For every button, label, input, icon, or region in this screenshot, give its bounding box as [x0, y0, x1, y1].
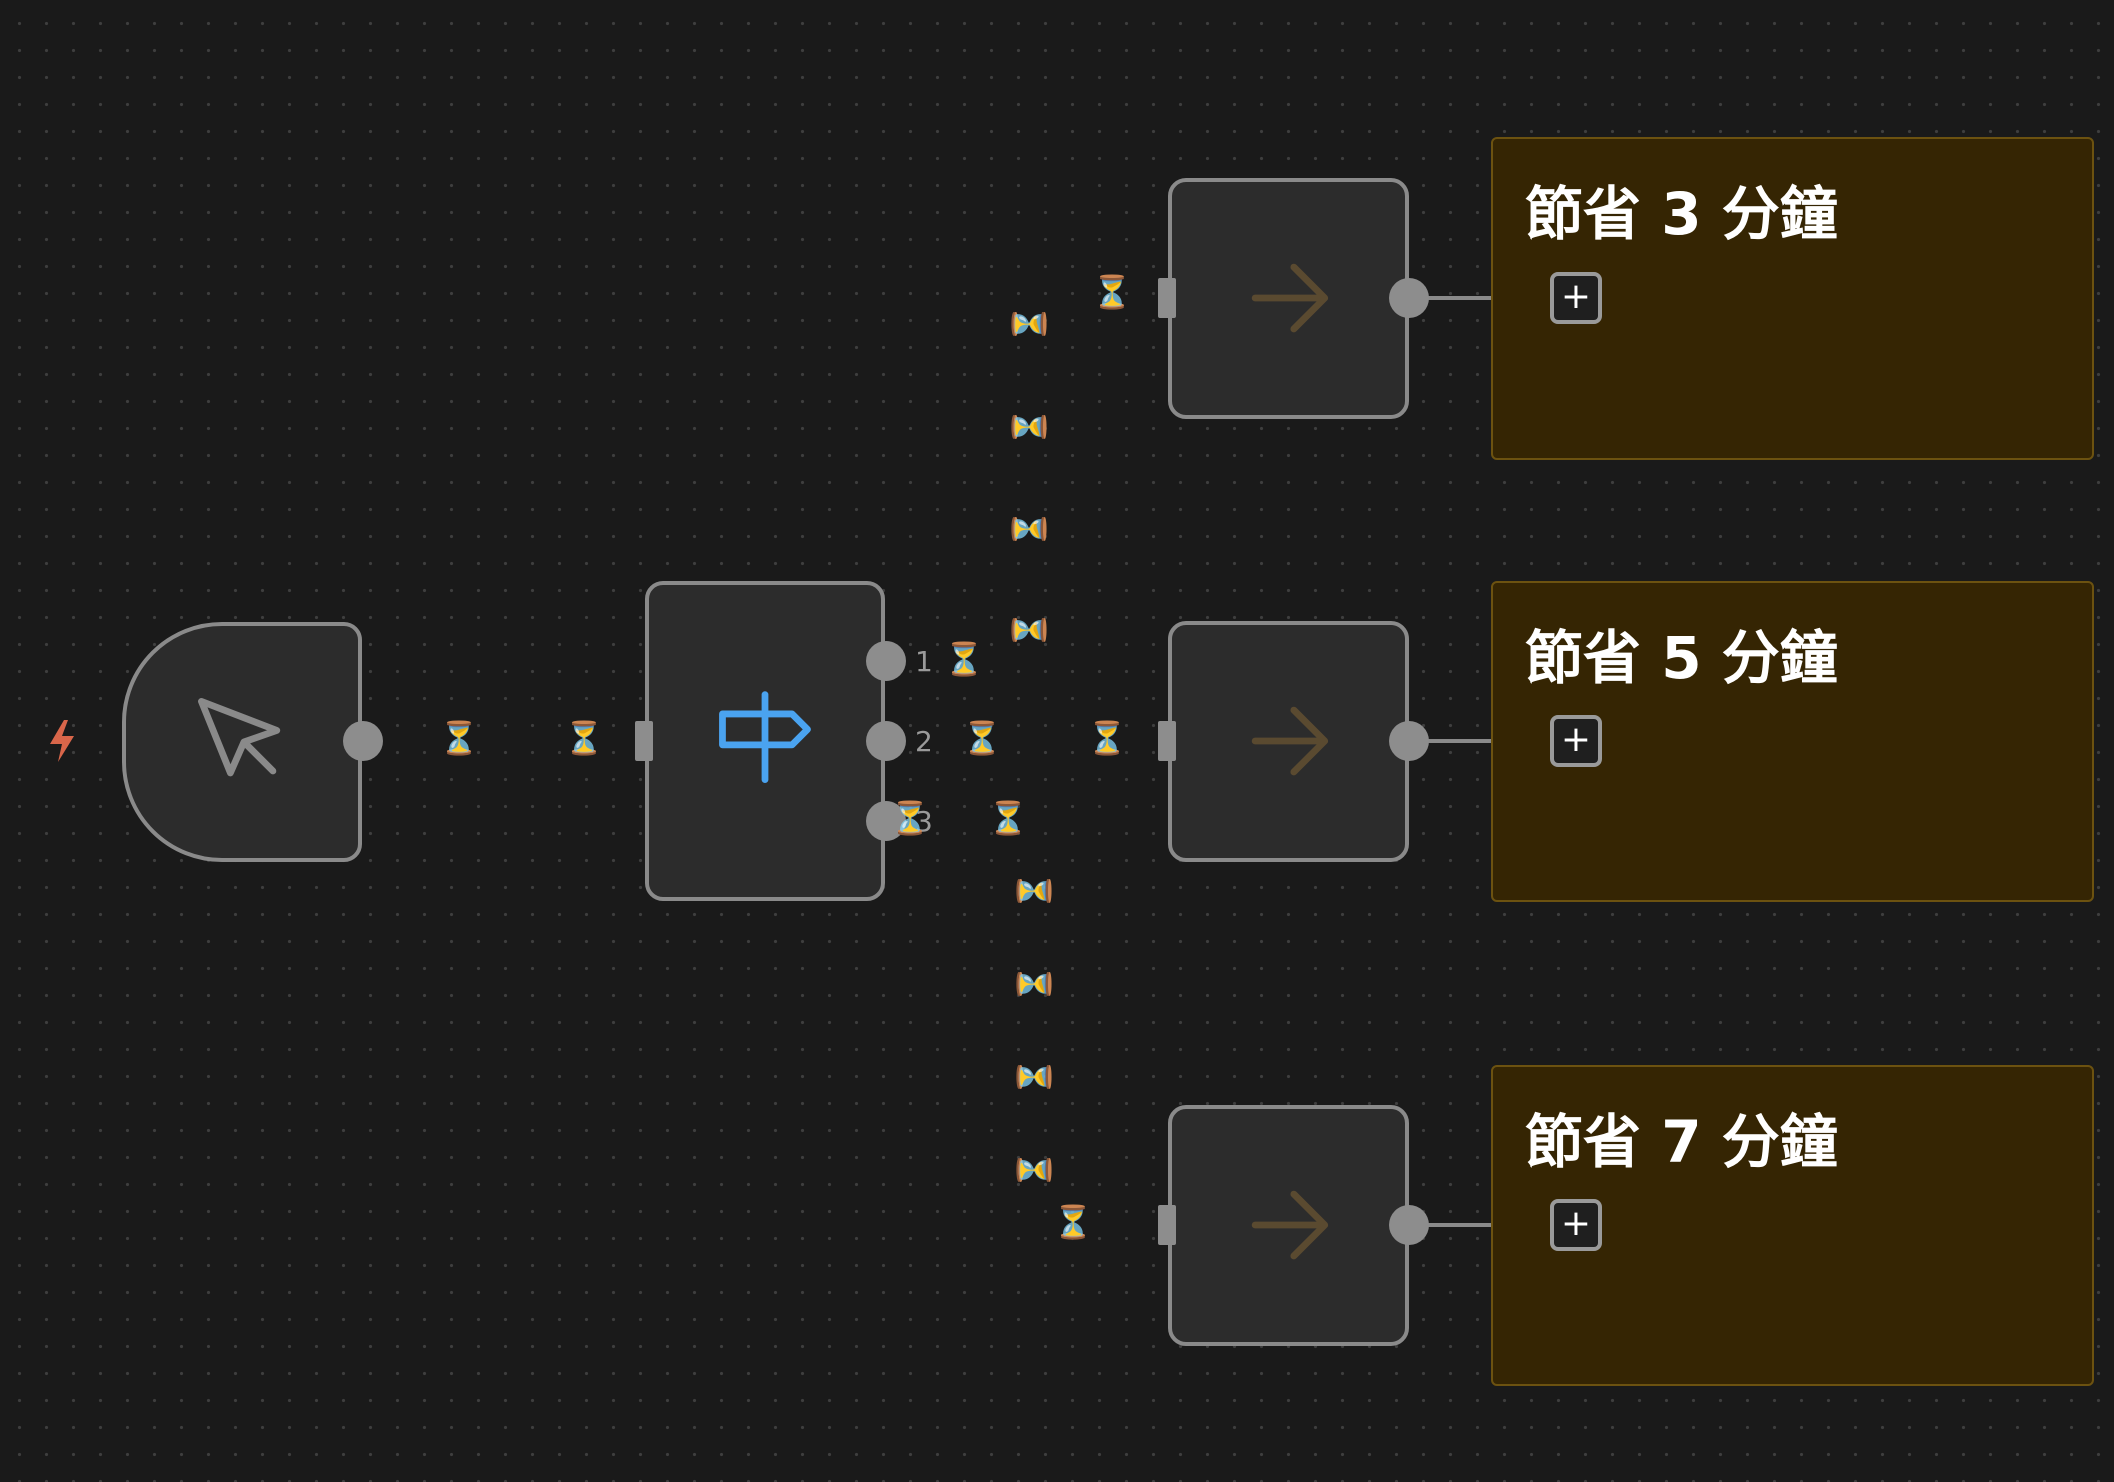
switch-input-port[interactable]: [635, 721, 653, 761]
sticky-title: 節省 7 分鐘: [1525, 1108, 1838, 1176]
hourglass-icon: ⏳: [1092, 273, 1132, 311]
action-node-1[interactable]: [1168, 178, 1409, 419]
sticky-title: 節省 5 分鐘: [1525, 624, 1838, 692]
hourglass-icon: ⏳: [962, 719, 1002, 757]
add-node-button[interactable]: +: [1550, 715, 1602, 767]
cursor-pointer-icon: [198, 698, 281, 777]
switch-output-port-3[interactable]: [866, 801, 906, 841]
hourglass-icon: ⏳: [890, 799, 930, 837]
action-input-port-3[interactable]: [1158, 1205, 1176, 1245]
hourglass-icon: ⏳: [439, 719, 479, 757]
hourglass-icon: ⏳: [1015, 1057, 1053, 1097]
lightning-bolt-icon: [50, 720, 74, 762]
hourglass-icon: ⏳: [1010, 610, 1048, 650]
hourglass-icon: ⏳: [1015, 964, 1053, 1004]
switch-output-port-2[interactable]: [866, 721, 906, 761]
hourglass-icon: ⏳: [1015, 1150, 1053, 1190]
hourglass-icon: ⏳: [988, 799, 1028, 837]
trigger-output-port[interactable]: [343, 721, 383, 761]
action-input-port-2[interactable]: [1158, 721, 1176, 761]
add-node-button[interactable]: +: [1550, 1199, 1602, 1251]
hourglass-icon: ⏳: [564, 719, 604, 757]
hourglass-icon: ⏳: [1015, 871, 1053, 911]
output-label-2: 2: [915, 725, 933, 758]
add-node-button[interactable]: +: [1550, 272, 1602, 324]
switch-node[interactable]: [645, 581, 885, 901]
hourglass-icon: ⏳: [1010, 304, 1048, 344]
signpost-icon: [719, 691, 811, 784]
arrow-right-icon: [1251, 706, 1329, 776]
action-output-port-3[interactable]: [1389, 1205, 1429, 1245]
arrow-right-icon: [1251, 263, 1329, 333]
action-output-port-2[interactable]: [1389, 721, 1429, 761]
hourglass-icon: ⏳: [1053, 1203, 1093, 1241]
action-output-port-1[interactable]: [1389, 278, 1429, 318]
action-node-2[interactable]: [1168, 621, 1409, 862]
action-input-port-1[interactable]: [1158, 278, 1176, 318]
manual-trigger-node[interactable]: [122, 622, 362, 862]
hourglass-icon: ⏳: [1087, 719, 1127, 757]
action-node-3[interactable]: [1168, 1105, 1409, 1346]
switch-output-port-1[interactable]: [866, 641, 906, 681]
output-label-1: 1: [915, 645, 933, 678]
sticky-title: 節省 3 分鐘: [1525, 180, 1838, 248]
hourglass-icon: ⏳: [1010, 509, 1048, 549]
hourglass-icon: ⏳: [944, 640, 984, 678]
sticky-note-2[interactable]: 節省 5 分鐘: [1491, 581, 2094, 902]
output-label-3: 3: [915, 805, 933, 838]
hourglass-icon: ⏳: [1010, 407, 1048, 447]
arrow-right-icon: [1251, 1190, 1329, 1260]
